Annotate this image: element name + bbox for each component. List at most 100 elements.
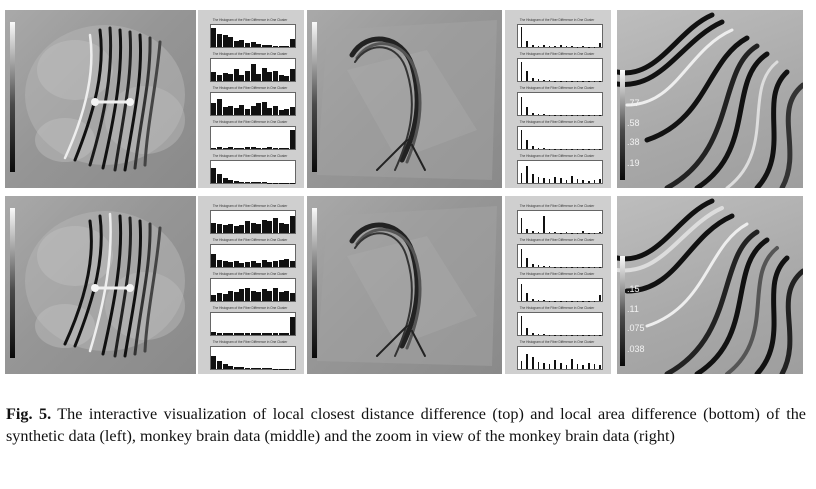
histogram-bar <box>289 38 295 47</box>
histogram-bar <box>233 291 239 301</box>
histogram <box>210 312 296 336</box>
histogram-bar <box>289 260 295 267</box>
histogram-title: The Histogram of the Fiber Difference in… <box>212 340 288 344</box>
histogram-bar <box>565 46 568 47</box>
colorbar-tick: .77 <box>627 98 640 108</box>
histogram-bar <box>261 220 267 233</box>
histogram-bar <box>520 27 523 47</box>
histogram <box>517 346 603 370</box>
colorbar <box>312 208 317 358</box>
synthetic-histograms-bottom: The Histogram of the Fiber Difference in… <box>198 196 304 374</box>
histogram-bar <box>216 74 222 81</box>
histogram-bar <box>278 332 284 335</box>
histogram-bar <box>289 106 295 115</box>
histogram-title: The Histogram of the Fiber Difference in… <box>212 204 288 208</box>
histogram <box>210 278 296 302</box>
histogram-bar <box>537 334 540 335</box>
histogram-bar <box>278 109 284 115</box>
histogram-bar <box>222 224 228 233</box>
histogram-bar <box>216 173 222 183</box>
monkey-brain-histograms-bottom: The Histogram of the Fiber Difference in… <box>505 196 611 374</box>
histogram-bar <box>571 46 573 47</box>
histogram-bar <box>256 43 262 47</box>
histogram-bar <box>576 179 579 183</box>
histogram-bar <box>278 291 284 301</box>
synthetic-fiber-render <box>25 211 185 358</box>
histogram-bar <box>532 230 534 233</box>
histogram-bar <box>267 261 273 267</box>
histogram-bar <box>222 72 228 81</box>
histogram-bar <box>244 42 250 47</box>
synthetic-fiber-render <box>25 25 185 172</box>
figure-caption: Fig. 5. The interactive visualization of… <box>6 403 806 447</box>
histogram-bar <box>272 147 278 149</box>
histogram-bar <box>239 181 245 183</box>
colorbar <box>620 256 625 366</box>
histogram <box>517 244 603 268</box>
histogram-bar <box>261 182 267 183</box>
colorbar <box>10 208 15 358</box>
histogram-bar <box>244 261 250 267</box>
histogram-bar <box>278 222 284 233</box>
histogram-bar <box>222 293 228 301</box>
histogram-bar <box>233 40 239 47</box>
histogram-bar <box>261 259 267 267</box>
histogram-bar <box>267 146 273 149</box>
histogram-bar <box>278 45 284 47</box>
histogram-bar <box>272 218 278 233</box>
histogram-bar <box>520 284 523 301</box>
histogram-bar <box>571 358 573 369</box>
histogram-bar <box>532 357 534 369</box>
histogram-bar <box>228 223 234 233</box>
histogram-bar <box>250 222 256 233</box>
histogram-bar <box>532 146 534 149</box>
monkey-brain-fiber-render <box>317 20 497 180</box>
histogram-bar <box>256 291 262 301</box>
histogram-bar <box>526 228 528 233</box>
histogram-bar <box>554 232 556 233</box>
histogram-bar <box>256 223 262 233</box>
histogram-bar <box>548 266 551 267</box>
monkey-brain-zoom-bottom: .15 .11 .075 .038 <box>617 196 803 374</box>
histogram-bar <box>554 359 556 369</box>
colorbar <box>10 22 15 172</box>
histogram-bar <box>537 231 540 233</box>
histogram-bar <box>211 254 217 267</box>
colorbar <box>312 22 317 172</box>
histogram-bar <box>278 259 284 267</box>
histogram-bar <box>582 230 584 233</box>
synthetic-histograms-top: The Histogram of the Fiber Difference in… <box>198 10 304 188</box>
histogram-bar <box>261 368 267 369</box>
histogram-bar <box>216 99 222 115</box>
histogram-bar <box>216 259 222 267</box>
histogram-bar <box>211 222 217 233</box>
histogram-bar <box>244 221 250 233</box>
histogram-bar <box>233 225 239 233</box>
histogram-bar <box>267 71 273 81</box>
histogram-bar <box>582 364 584 369</box>
histogram-bar <box>267 107 273 115</box>
histogram-bar <box>256 333 262 335</box>
histogram-bar <box>211 356 217 369</box>
histogram-bar <box>543 265 545 267</box>
histogram-title: The Histogram of the Fiber Difference in… <box>212 86 288 90</box>
histogram-bar <box>537 265 540 267</box>
caption-text: The interactive visualization of local c… <box>6 405 806 445</box>
histogram-bar <box>244 181 250 183</box>
histogram-bar <box>520 218 523 233</box>
histogram-title: The Histogram of the Fiber Difference in… <box>212 154 288 158</box>
histogram-bar <box>543 80 545 81</box>
histogram-bar <box>228 36 234 47</box>
histogram-bar <box>233 147 239 149</box>
histogram-title: The Histogram of the Fiber Difference in… <box>212 52 288 56</box>
histogram-bar <box>244 70 250 81</box>
histogram-bar <box>526 139 528 149</box>
histogram-bar <box>520 316 523 335</box>
histogram-bar <box>520 130 523 149</box>
histogram-bar <box>537 113 540 115</box>
histogram-bar <box>520 62 523 81</box>
histogram-bar <box>532 112 534 115</box>
histogram-title: The Histogram of the Fiber Difference in… <box>212 272 288 276</box>
histogram-bar <box>211 71 217 81</box>
histogram-bar <box>228 146 234 149</box>
